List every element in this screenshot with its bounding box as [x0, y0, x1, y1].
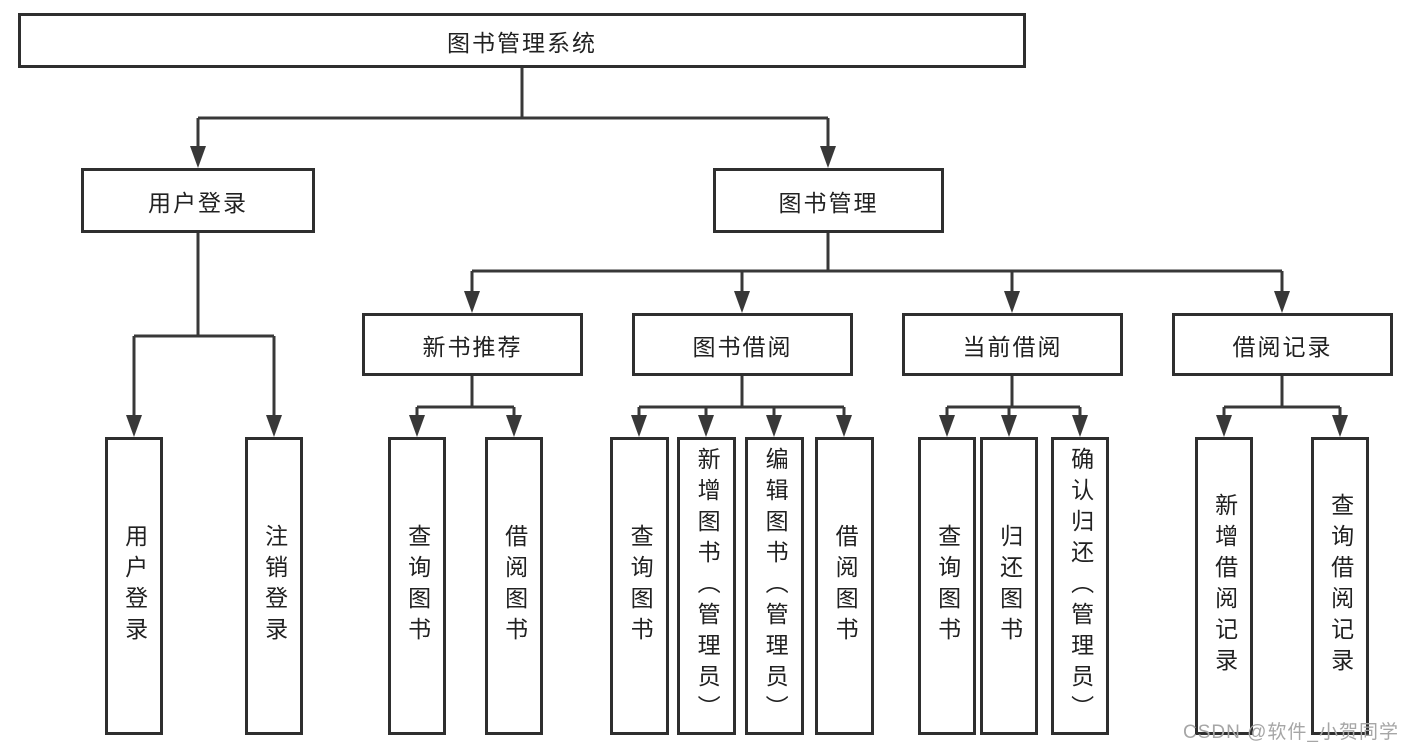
- node-borrow-records-label: 借阅记录: [1232, 333, 1333, 360]
- node-current-borrow: 当前借阅: [902, 313, 1123, 376]
- leaf-logout-label: 注销登录: [261, 524, 288, 648]
- node-book-borrow-label: 图书借阅: [692, 333, 793, 360]
- connector-book-mgmt-to-level3: [464, 233, 1290, 313]
- leaf-query-books-borrow: 查询图书: [610, 437, 669, 735]
- node-borrow-records: 借阅记录: [1172, 313, 1393, 376]
- leaf-borrow-books: 借阅图书: [815, 437, 874, 735]
- leaf-query-borrow-record-label: 查询借阅记录: [1327, 493, 1354, 679]
- leaf-borrow-books-label: 借阅图书: [832, 524, 859, 648]
- leaf-add-books-admin: 新增图书（管理员）: [677, 437, 736, 735]
- node-new-book-recommend: 新书推荐: [362, 313, 583, 376]
- leaf-query-books-recommend-label: 查询图书: [404, 524, 431, 648]
- connector-root-to-level2: [190, 68, 836, 168]
- leaf-return-books: 归还图书: [980, 437, 1038, 735]
- leaf-borrow-books-recommend: 借阅图书: [485, 437, 543, 735]
- node-current-borrow-label: 当前借阅: [962, 333, 1063, 360]
- leaf-query-books-recommend: 查询图书: [388, 437, 446, 735]
- leaf-confirm-return-admin: 确认归还（管理员）: [1051, 437, 1109, 735]
- connector-current-borrow-to-leaves: [939, 376, 1088, 437]
- leaf-edit-books-admin-label: 编辑图书（管理员）: [762, 446, 789, 726]
- leaf-query-borrow-record: 查询借阅记录: [1311, 437, 1369, 735]
- connector-borrow-records-to-leaves: [1216, 376, 1348, 437]
- csdn-watermark: CSDN @软件_小贺同学: [1183, 722, 1399, 743]
- node-new-book-recommend-label: 新书推荐: [422, 333, 523, 360]
- leaf-confirm-return-admin-label: 确认归还（管理员）: [1067, 446, 1094, 726]
- node-user-login-label: 用户登录: [148, 189, 248, 216]
- node-book-borrow: 图书借阅: [632, 313, 853, 376]
- node-library-system: 图书管理系统: [18, 13, 1026, 68]
- leaf-add-borrow-record-label: 新增借阅记录: [1211, 493, 1238, 679]
- node-library-system-label: 图书管理系统: [447, 29, 597, 56]
- connector-book-borrow-to-leaves: [631, 376, 852, 437]
- leaf-query-books-current: 查询图书: [918, 437, 976, 735]
- node-user-login: 用户登录: [81, 168, 315, 233]
- node-book-management: 图书管理: [713, 168, 944, 233]
- node-book-management-label: 图书管理: [778, 189, 879, 216]
- connector-new-book-recommend-to-leaves: [409, 376, 522, 437]
- leaf-return-books-label: 归还图书: [996, 524, 1023, 648]
- leaf-logout: 注销登录: [245, 437, 303, 735]
- leaf-query-books-current-label: 查询图书: [934, 524, 961, 648]
- leaf-borrow-books-recommend-label: 借阅图书: [501, 524, 528, 648]
- leaf-user-login-label: 用户登录: [121, 524, 148, 648]
- leaf-query-books-borrow-label: 查询图书: [627, 524, 654, 648]
- leaf-user-login: 用户登录: [105, 437, 163, 735]
- connector-user-login-to-leaves: [126, 233, 282, 437]
- leaf-edit-books-admin: 编辑图书（管理员）: [745, 437, 804, 735]
- leaf-add-borrow-record: 新增借阅记录: [1195, 437, 1253, 735]
- leaf-add-books-admin-label: 新增图书（管理员）: [694, 446, 721, 726]
